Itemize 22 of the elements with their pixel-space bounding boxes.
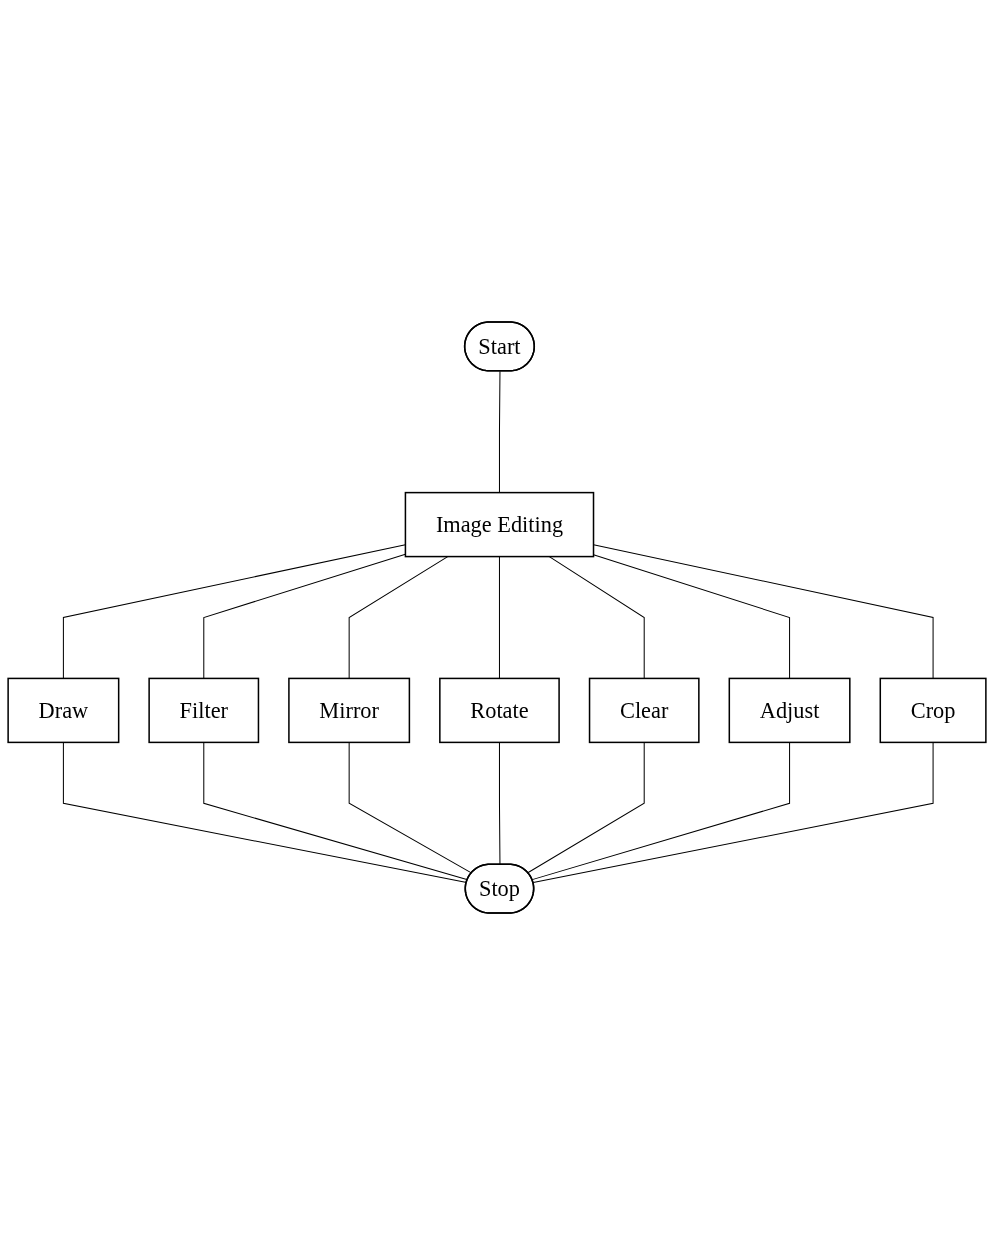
connector: [62, 741, 468, 884]
connector: [532, 741, 934, 884]
node-box: Crop: [879, 677, 987, 744]
node-box: Clear: [588, 677, 700, 744]
connector: [498, 370, 501, 494]
connector: [593, 544, 934, 679]
connector: [527, 741, 645, 874]
connector: [203, 553, 406, 679]
node-box: Mirror: [288, 677, 411, 744]
connector: [498, 741, 501, 866]
connector: [548, 556, 645, 679]
node-box: Adjust: [728, 677, 851, 744]
node-box: Rotate: [439, 677, 560, 744]
connector: [593, 554, 791, 679]
connector: [498, 556, 500, 679]
connector: [531, 741, 791, 881]
connector: [348, 741, 473, 874]
node-box: Image Editing: [404, 491, 595, 558]
node-box: Draw: [7, 677, 120, 744]
connector: [62, 544, 406, 679]
node-box: Filter: [148, 677, 260, 744]
connector: [348, 556, 449, 679]
